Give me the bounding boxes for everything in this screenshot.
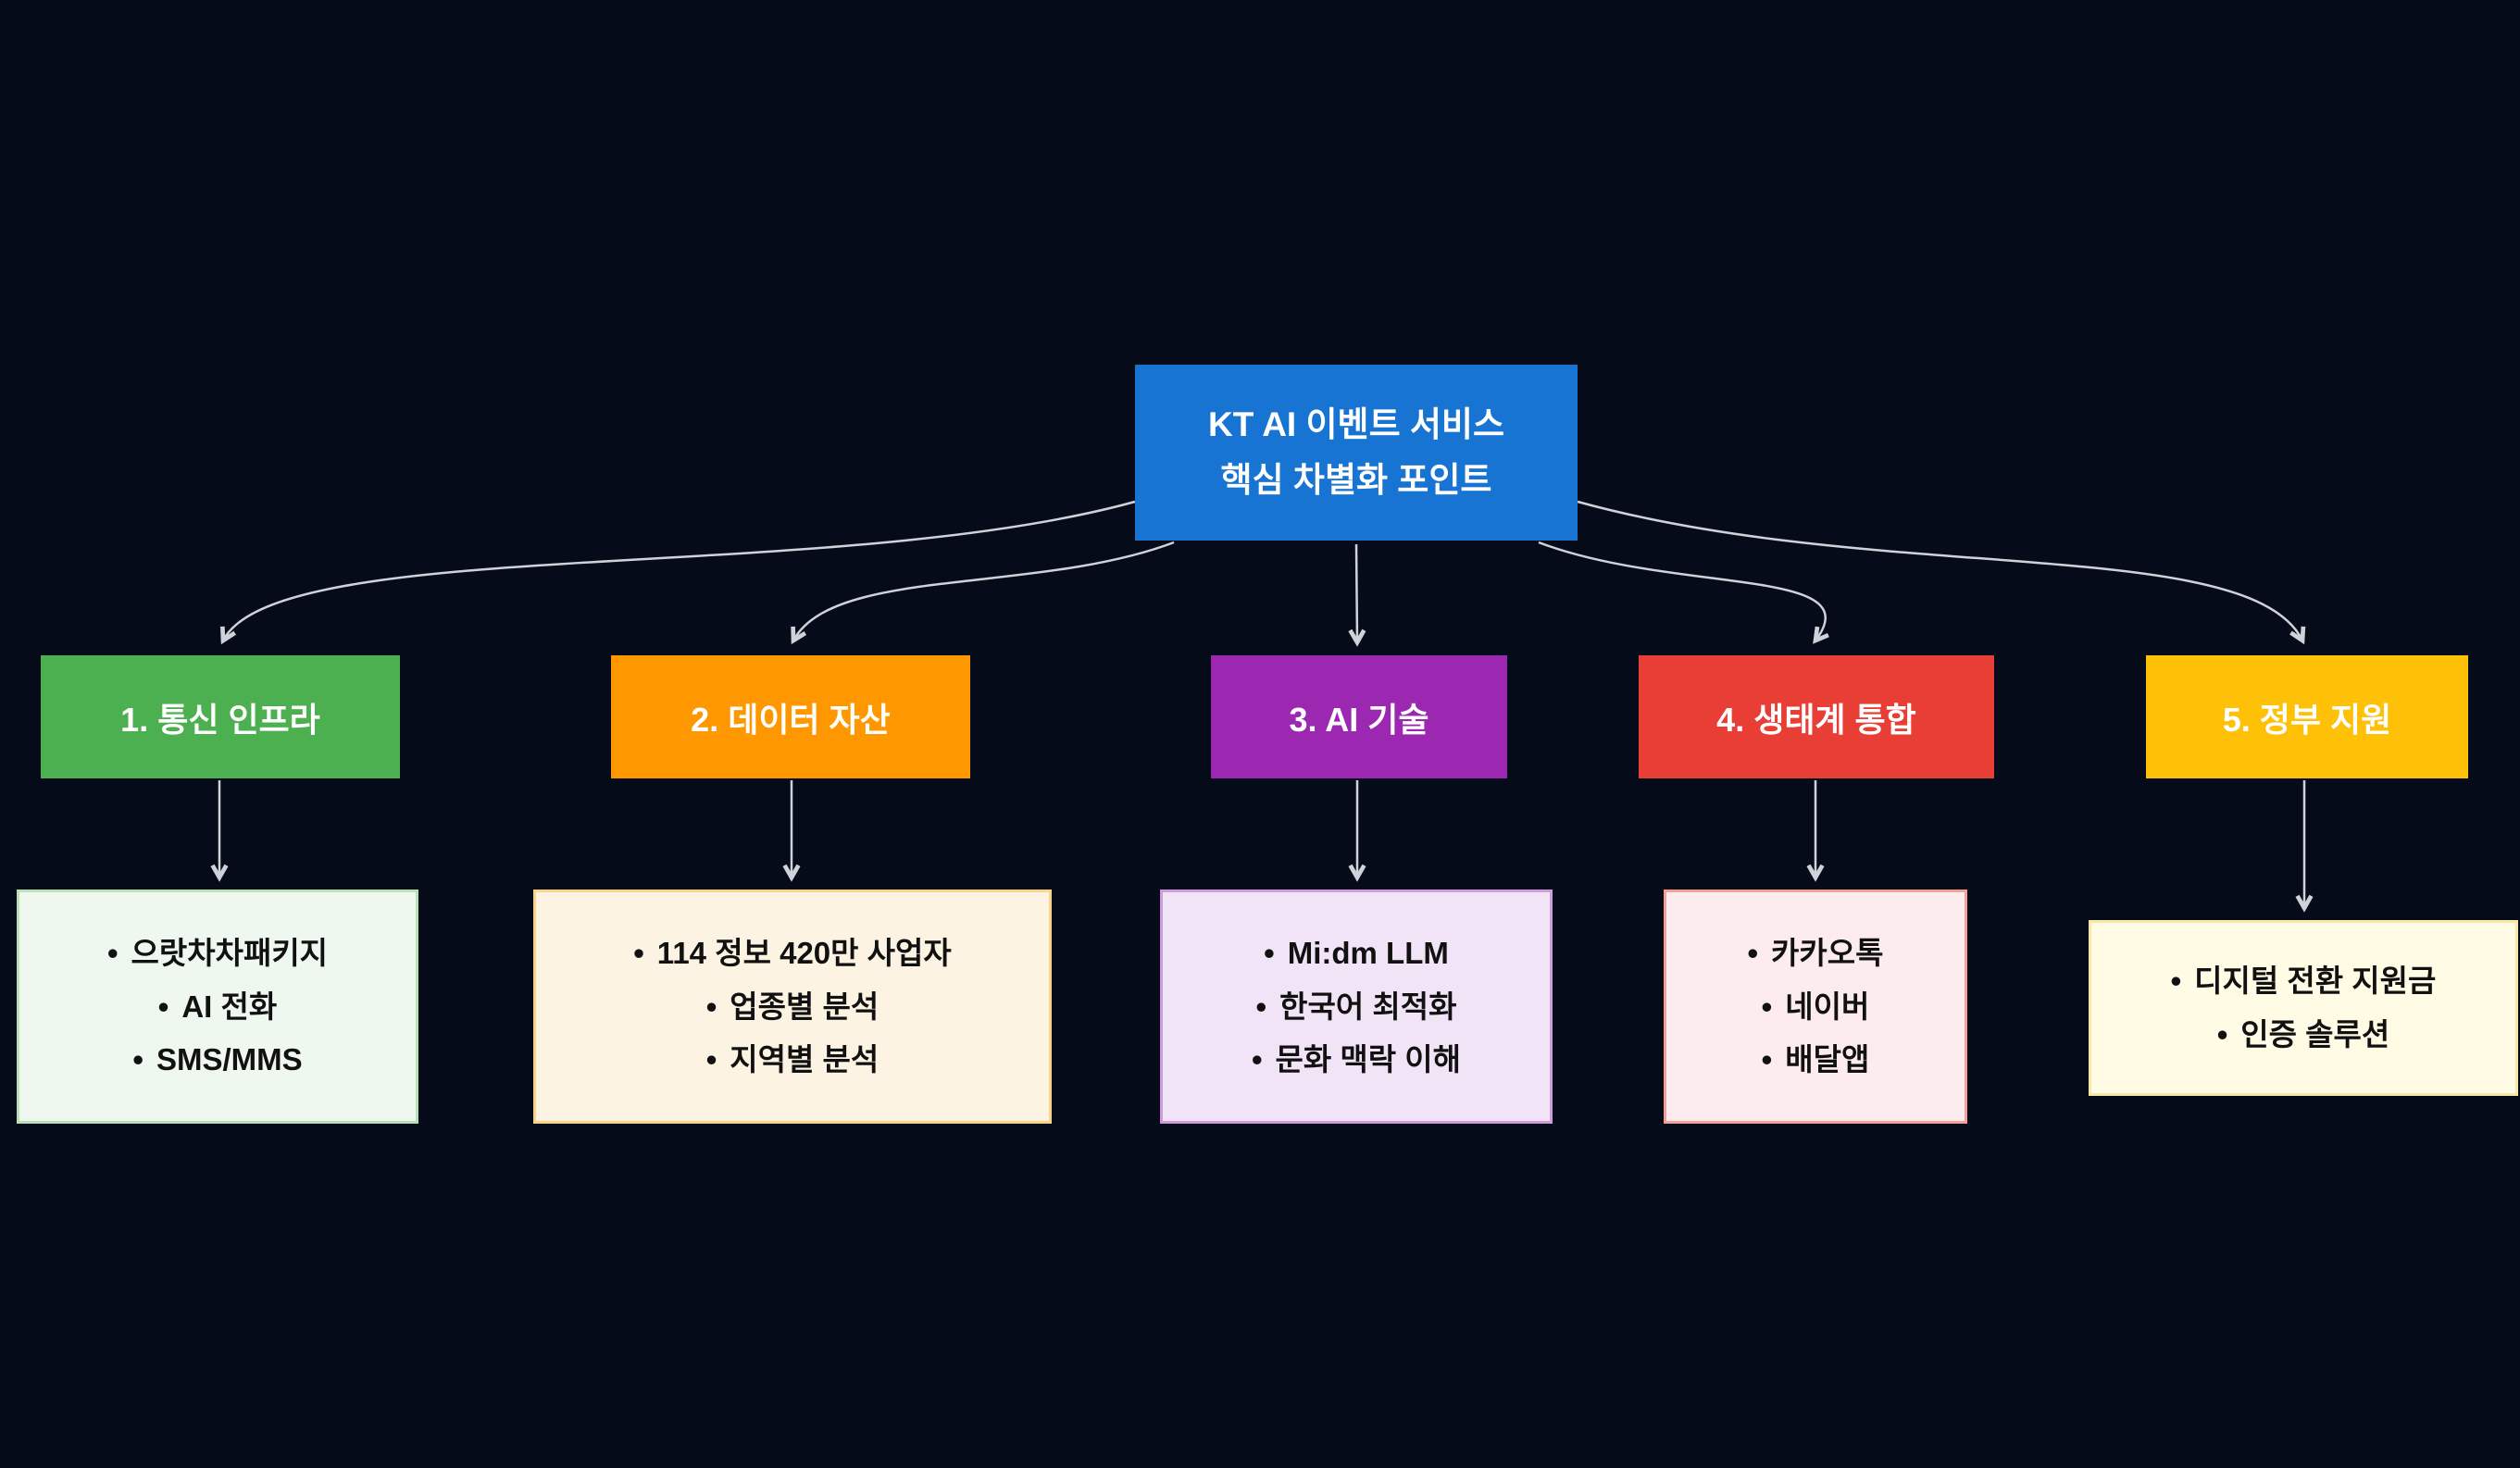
- bullet-item: 네이버: [1747, 980, 1883, 1034]
- bullet-item: 배달앱: [1747, 1033, 1883, 1087]
- branch-box-gov-support: 5. 정부 지원: [2146, 655, 2468, 778]
- bullet-list: 으랏차차패키지 AI 전화 SMS/MMS: [107, 927, 329, 1087]
- bullet-item: 문화 맥락 이해: [1252, 1033, 1462, 1087]
- bullet-list: 디지털 전환 지원금 인증 솔루션: [2171, 954, 2437, 1062]
- bullet-item: 으랏차차패키지: [107, 927, 329, 980]
- bullet-item: AI 전화: [107, 980, 328, 1034]
- detail-box-gov-support: 디지털 전환 지원금 인증 솔루션: [2089, 920, 2518, 1096]
- bullet-list: Mi:dm LLM 한국어 최적화 문화 맥락 이해: [1252, 927, 1462, 1087]
- bullet-item: SMS/MMS: [107, 1033, 328, 1087]
- bullet-item: Mi:dm LLM: [1252, 927, 1461, 980]
- root-node: KT AI 이벤트 서비스 핵심 차별화 포인트: [1135, 365, 1578, 541]
- root-label-line-1: KT AI 이벤트 서비스: [1207, 405, 1505, 444]
- branch-box-ecosystem: 4. 생태계 통합: [1639, 655, 1994, 778]
- connector-root-to-branch-2: [791, 541, 1175, 645]
- branch-box-telecom-infra: 1. 통신 인프라: [41, 655, 400, 778]
- branch-box-data-assets: 2. 데이터 자산: [611, 655, 970, 778]
- bullet-list: 카카오톡 네이버 배달앱: [1747, 927, 1883, 1087]
- bullet-item: 업종별 분석: [633, 980, 952, 1034]
- detail-box-telecom-infra: 으랏차차패키지 AI 전화 SMS/MMS: [17, 890, 418, 1124]
- connector-root-to-branch-4: [1538, 541, 1829, 644]
- branch-label: 2. 데이터 자산: [691, 700, 891, 739]
- connector-root-to-branch-1: [220, 500, 1136, 645]
- branch-label: 1. 통신 인프라: [120, 700, 320, 739]
- connector-root-to-branch-3: [1348, 543, 1366, 647]
- bullet-item: 114 정보 420만 사업자: [633, 927, 952, 980]
- detail-box-ecosystem: 카카오톡 네이버 배달앱: [1664, 890, 1967, 1124]
- root-label-line-2: 핵심 차별화 포인트: [1220, 461, 1492, 499]
- connector-root-to-branch-5: [1577, 500, 2306, 645]
- bullet-item: 카카오톡: [1747, 927, 1883, 980]
- branch-label: 3. AI 기술: [1289, 700, 1429, 739]
- bullet-item: 지역별 분석: [633, 1033, 952, 1087]
- branch-box-ai-tech: 3. AI 기술: [1211, 655, 1507, 778]
- branch-label: 4. 생태계 통합: [1716, 700, 1916, 739]
- branch-label: 5. 정부 지원: [2222, 700, 2392, 739]
- bullet-list: 114 정보 420만 사업자 업종별 분석 지역별 분석: [633, 927, 952, 1087]
- bullet-item: 디지털 전환 지원금: [2171, 954, 2436, 1008]
- bullet-item: 한국어 최적화: [1252, 980, 1461, 1034]
- detail-box-ai-tech: Mi:dm LLM 한국어 최적화 문화 맥락 이해: [1160, 890, 1553, 1124]
- detail-box-data-assets: 114 정보 420만 사업자 업종별 분석 지역별 분석: [533, 890, 1052, 1124]
- bullet-item: 인증 솔루션: [2171, 1008, 2437, 1062]
